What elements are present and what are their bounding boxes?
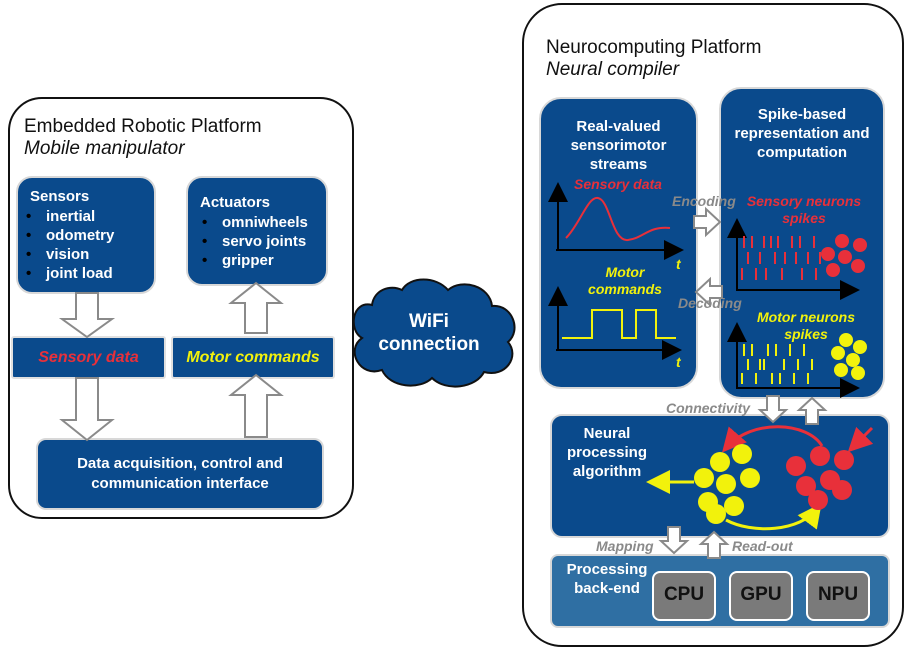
arrow-up-actuators bbox=[228, 281, 284, 334]
neuro-platform-title-block: Neurocomputing Platform Neural compiler bbox=[546, 37, 761, 81]
decoding-arrow bbox=[694, 276, 723, 308]
connectivity-label: Connectivity bbox=[666, 400, 751, 416]
list-item: gripper bbox=[202, 251, 326, 270]
list-item: omniwheels bbox=[202, 213, 326, 232]
interface-box: Data acquisition, control and communicat… bbox=[36, 438, 324, 510]
connectivity-arrow-down bbox=[757, 395, 789, 424]
motor-commands-label: Motor commands bbox=[186, 349, 320, 366]
arrow-up-interface bbox=[228, 373, 284, 438]
sensory-curve bbox=[565, 197, 671, 241]
yellow-forward-arrow bbox=[725, 503, 822, 531]
robot-platform-subtitle: Mobile manipulator bbox=[24, 138, 185, 159]
list-item: vision bbox=[26, 245, 154, 264]
neuro-platform-subtitle: Neural compiler bbox=[546, 59, 680, 80]
interface-label: Data acquisition, control and communicat… bbox=[77, 455, 283, 492]
sensory-spike-raster bbox=[727, 218, 867, 300]
arrow-down-sensors bbox=[58, 292, 116, 339]
streams-title: Real-valued sensorimotor streams bbox=[570, 118, 667, 173]
list-item: joint load bbox=[26, 264, 154, 283]
spikes-motor-label: Motor neurons spikes bbox=[757, 309, 855, 342]
backend-title: Processing back-end bbox=[566, 561, 648, 597]
mapping-label: Mapping bbox=[596, 538, 654, 554]
arrow-down-interface bbox=[59, 377, 115, 442]
algorithm-label: Neural processing algorithm bbox=[566, 425, 648, 480]
actuators-box: Actuators omniwheels servo joints grippe… bbox=[186, 176, 328, 286]
streams-sensory-t: t bbox=[676, 256, 681, 272]
red-neuron-cluster bbox=[786, 446, 854, 510]
sensory-neurons bbox=[821, 234, 867, 277]
spikes-title: Spike-based representation and computati… bbox=[734, 106, 870, 161]
connectivity-arrow-up bbox=[796, 396, 828, 425]
motor-spike-raster bbox=[727, 322, 867, 398]
sensory-data-bar: Sensory data bbox=[11, 336, 166, 379]
robot-platform-title-block: Embedded Robotic Platform Mobile manipul… bbox=[24, 116, 262, 160]
cpu-chip: CPU bbox=[652, 571, 716, 621]
gpu-chip: GPU bbox=[729, 571, 793, 621]
encoding-arrow bbox=[693, 206, 722, 238]
wifi-cloud bbox=[352, 278, 516, 388]
algorithm-network bbox=[646, 425, 874, 531]
sensory-plot bbox=[548, 182, 684, 260]
mapping-arrow-down bbox=[658, 526, 690, 555]
readout-arrow-up bbox=[698, 530, 730, 559]
streams-motor-t: t bbox=[676, 354, 681, 370]
sensory-data-label: Sensory data bbox=[38, 349, 139, 366]
motor-neurons bbox=[831, 333, 867, 380]
wifi-label: WiFi connection bbox=[378, 311, 480, 355]
yellow-neuron-cluster bbox=[694, 444, 760, 524]
motor-plot bbox=[548, 286, 682, 360]
encoding-label: Encoding bbox=[672, 193, 736, 209]
actuators-list: omniwheels servo joints gripper bbox=[188, 213, 326, 270]
actuators-title: Actuators bbox=[200, 194, 271, 211]
mapping-readout-arrows bbox=[658, 526, 730, 559]
npu-chip: NPU bbox=[806, 571, 870, 621]
readout-label: Read-out bbox=[732, 538, 793, 554]
robot-platform-title: Embedded Robotic Platform bbox=[24, 116, 262, 137]
streams-motor-label: Motor commands bbox=[588, 264, 662, 297]
streams-sensory-label: Sensory data bbox=[574, 176, 662, 192]
motor-commands-bar: Motor commands bbox=[171, 336, 335, 379]
spikes-sensory-label: Sensory neurons spikes bbox=[746, 193, 862, 226]
sensors-list: inertial odometry vision joint load bbox=[18, 207, 154, 283]
sensors-box: Sensors inertial odometry vision joint l… bbox=[16, 176, 156, 294]
sensors-title: Sensors bbox=[30, 188, 90, 205]
list-item: servo joints bbox=[202, 232, 326, 251]
red-input-arrow bbox=[847, 426, 874, 453]
red-feedback-arrow bbox=[722, 425, 824, 453]
list-item: inertial bbox=[26, 207, 154, 226]
motor-square-wave bbox=[562, 309, 676, 339]
neuro-platform-title: Neurocomputing Platform bbox=[546, 37, 762, 58]
decoding-label: Decoding bbox=[678, 295, 742, 311]
connectivity-arrows bbox=[757, 395, 828, 425]
block-arrows-left bbox=[58, 281, 284, 442]
list-item: odometry bbox=[26, 226, 154, 245]
encode-decode-arrows bbox=[693, 206, 723, 308]
